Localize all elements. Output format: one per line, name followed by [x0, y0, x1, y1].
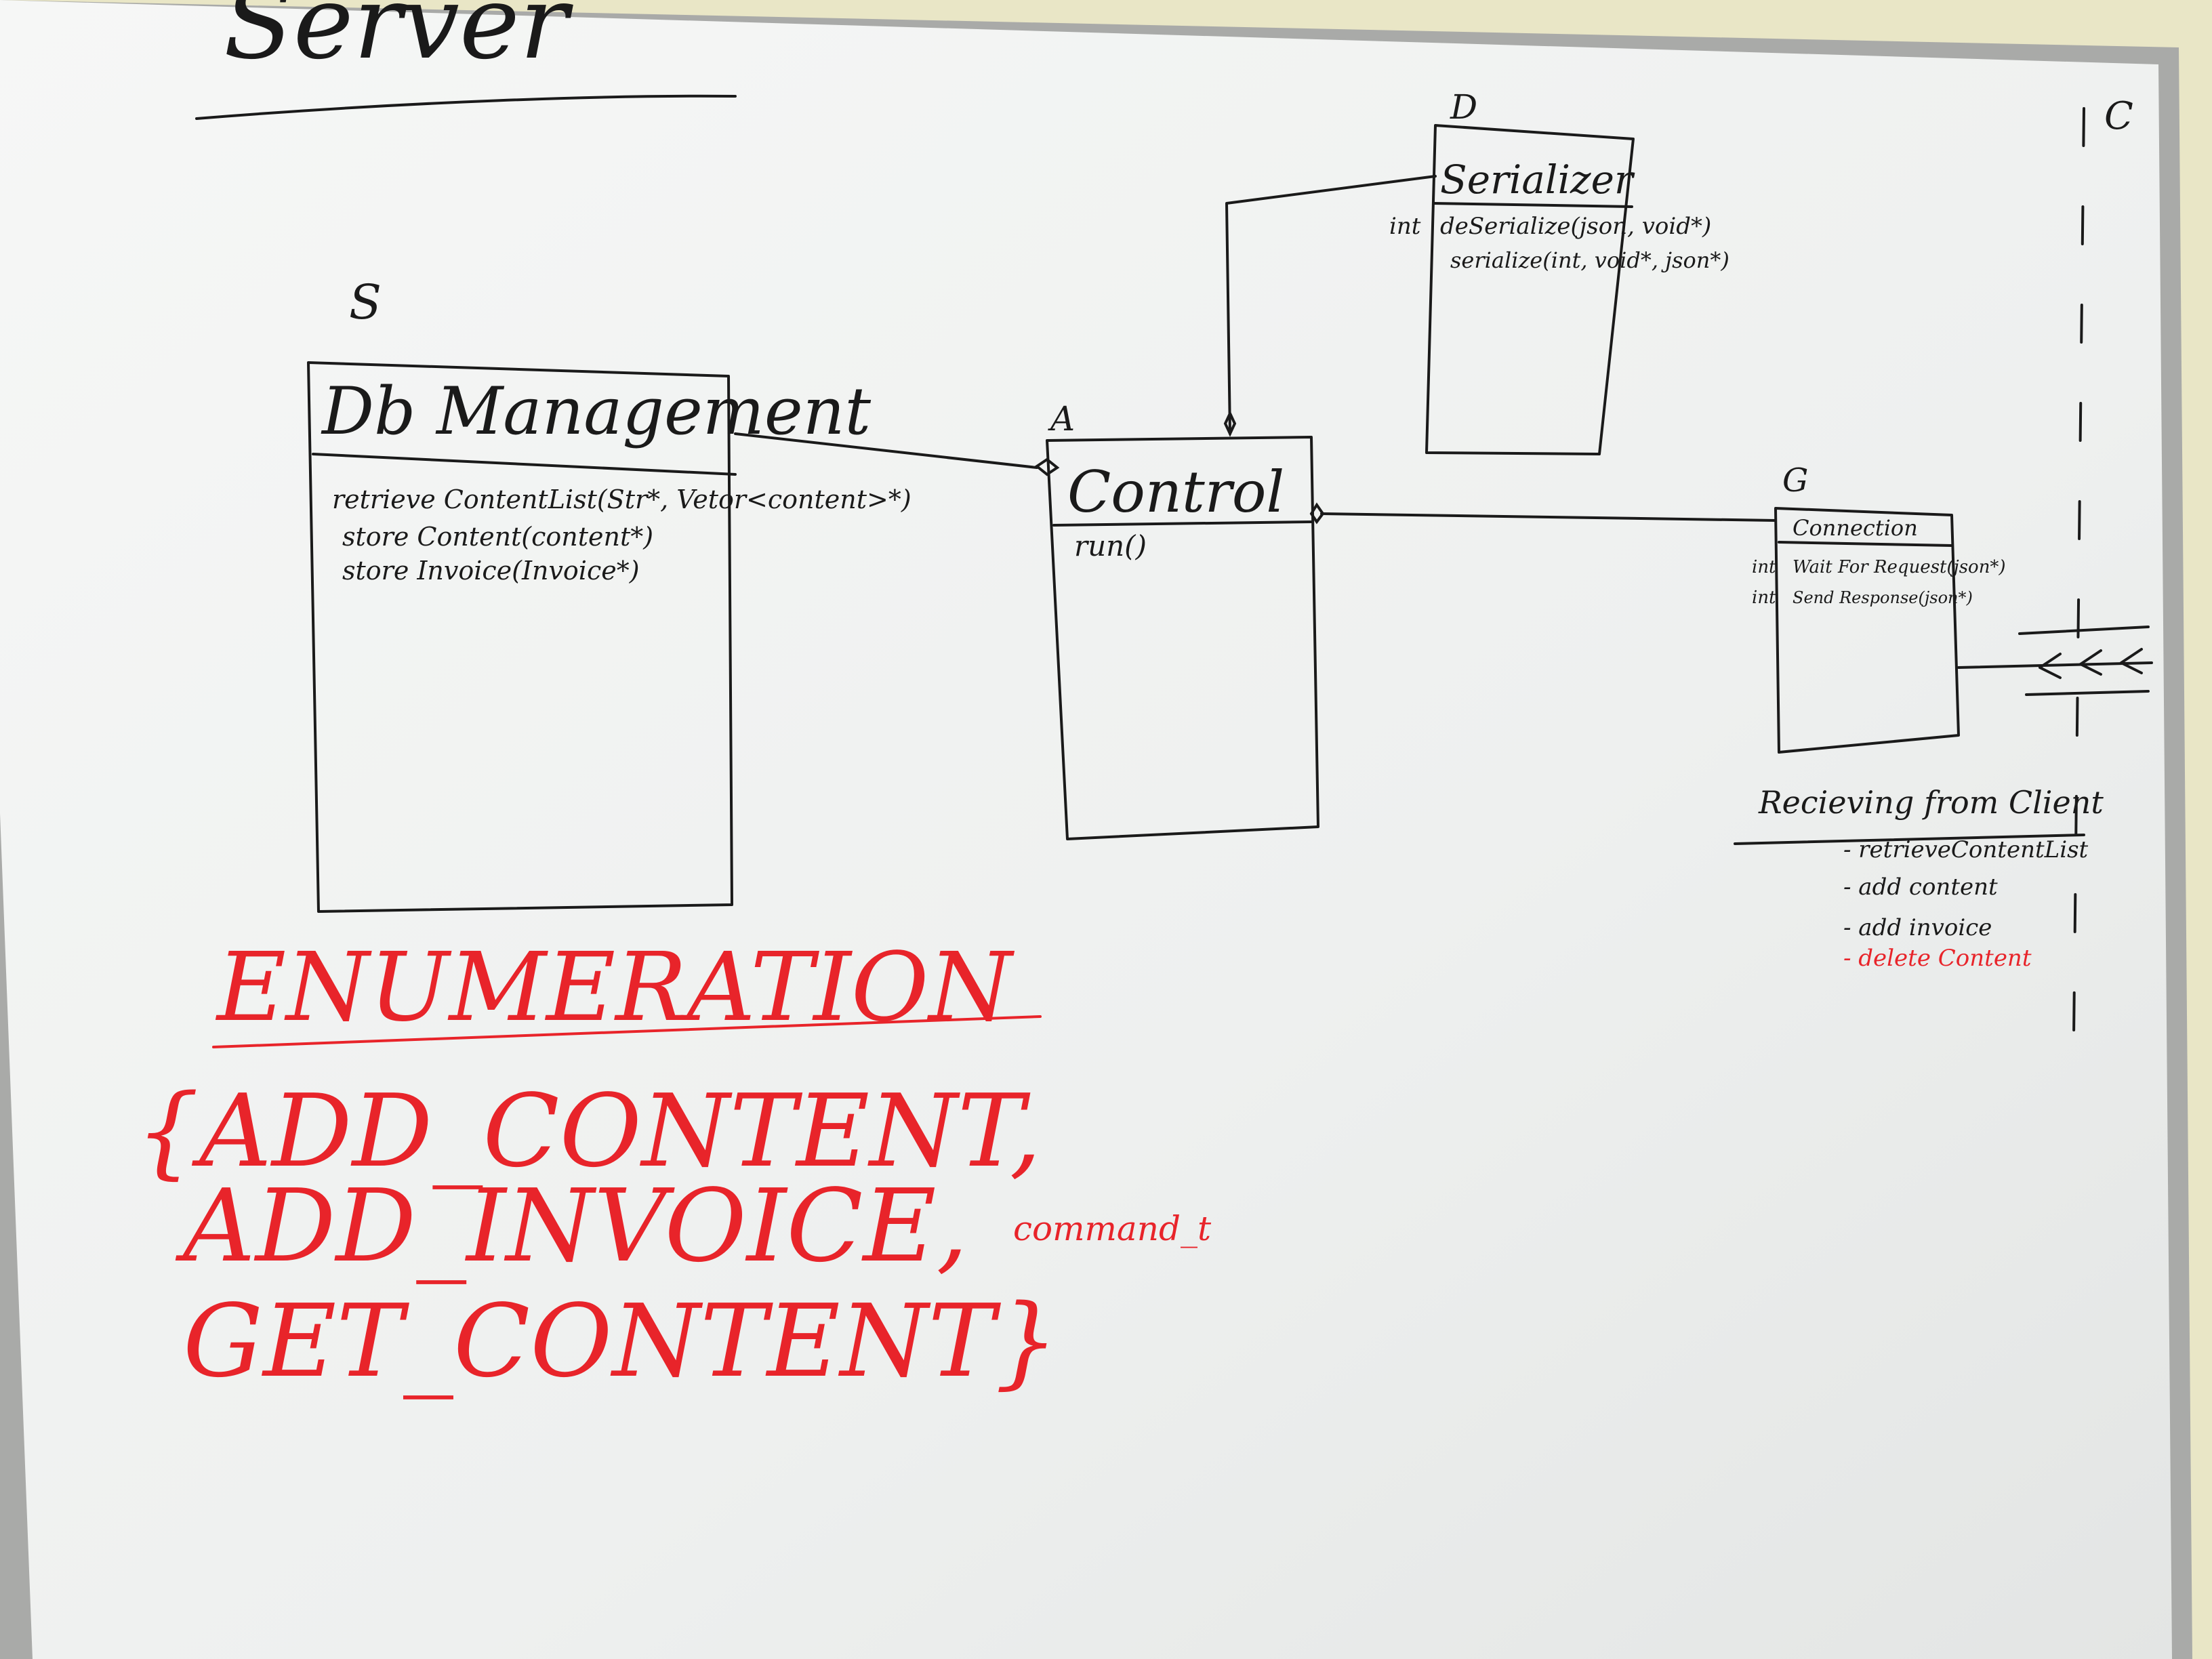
serializer-class-name: Serializer	[1440, 157, 1635, 203]
control-serializer-diamond	[1223, 410, 1237, 437]
label-a: A	[1048, 399, 1075, 438]
db-box-outline	[307, 361, 733, 913]
title-group: Server	[195, 0, 737, 120]
class-db-management: S Db Management retrieve ContentList(Str…	[307, 274, 912, 913]
serializer-return-label: int	[1389, 213, 1421, 240]
receiving-list: Recieving from Client - retrieveContentL…	[1734, 784, 2104, 972]
receiving-heading: Recieving from Client	[1758, 784, 2104, 821]
enum-underline	[212, 1015, 1042, 1048]
class-serializer: D Serializer int deSerialize(json, void*…	[1389, 87, 1729, 455]
control-connection-diamond	[1309, 502, 1325, 525]
client-boundary: C	[1957, 94, 2153, 1038]
db-method-1: retrieve ContentList(Str*, Vetor<content…	[332, 485, 912, 514]
receiving-underline	[1734, 834, 2085, 845]
receiving-item-1: - retrieveContentList	[1843, 836, 2089, 863]
connection-method-2: Send Response(json*)	[1793, 588, 1973, 607]
receiving-item-red: - delete Content	[1843, 945, 2032, 972]
db-method-3: store Invoice(Invoice*)	[342, 556, 640, 586]
db-method-2: store Content(content*)	[342, 522, 653, 552]
enumeration-block: ENUMERATION {ADD_CONTENT, ADD_INVOICE, G…	[136, 933, 1212, 1399]
title-text: Server	[224, 0, 574, 82]
enum-line-1: {ADD_CONTENT,	[136, 1073, 1042, 1189]
title-underline	[195, 94, 737, 120]
enum-heading: ENUMERATION	[215, 933, 1015, 1043]
incoming-link	[1957, 661, 2153, 669]
db-class-name: Db Management	[321, 373, 871, 449]
connection-class-name: Connection	[1793, 515, 1918, 541]
connection-box-divider	[1778, 541, 1953, 547]
control-box-outline	[1046, 436, 1319, 840]
label-g: G	[1782, 462, 1808, 499]
control-box-divider	[1052, 520, 1313, 527]
serializer-box-outline	[1425, 124, 1635, 455]
connection-return-1: int	[1752, 557, 1776, 577]
connection-box-outline	[1774, 507, 1960, 754]
control-class-name: Control	[1067, 459, 1284, 525]
incoming-arrowheads	[2039, 648, 2143, 679]
serializer-method-1: deSerialize(json, void*)	[1440, 213, 1711, 240]
serializer-method-2: serialize(int, void*, json*)	[1450, 247, 1729, 273]
label-s: S	[349, 274, 382, 330]
serializer-box-divider	[1432, 202, 1633, 208]
label-c: C	[2104, 94, 2133, 138]
db-control-diamond	[1034, 457, 1060, 476]
control-to-serializer-line	[1225, 175, 1437, 435]
db-box-divider	[312, 453, 737, 476]
enum-suffix: command_t	[1013, 1209, 1212, 1248]
connection-return-2: int	[1752, 588, 1776, 608]
class-control: A Control run()	[1046, 399, 1319, 840]
db-to-control-line	[734, 432, 1038, 469]
incoming-rails	[2018, 626, 2150, 696]
receiving-item-2: - add content	[1843, 874, 1998, 901]
association-lines	[734, 175, 1777, 525]
control-to-connection-line	[1320, 512, 1777, 522]
enum-line-2: ADD_INVOICE,	[175, 1168, 968, 1284]
control-method-1: run()	[1074, 529, 1147, 562]
enum-line-3: GET_CONTENT}	[183, 1283, 1059, 1399]
class-connection: G Connection int int Wait For Request(js…	[1752, 462, 2006, 754]
label-d: D	[1450, 87, 1477, 127]
connection-method-1: Wait For Request(json*)	[1793, 557, 2006, 577]
receiving-item-3: - add invoice	[1843, 914, 1992, 941]
